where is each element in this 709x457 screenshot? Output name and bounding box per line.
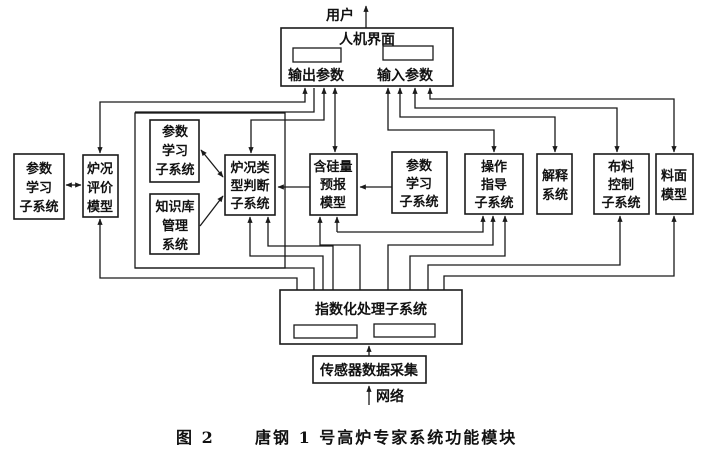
operation-guide-box: 操作 指导 子系统 <box>464 153 524 215</box>
svg-text:解释: 解释 <box>541 168 569 184</box>
svg-text:预报: 预报 <box>320 178 347 193</box>
svg-text:管理: 管理 <box>162 218 188 234</box>
index-field-left[interactable] <box>293 324 358 339</box>
svg-text:操作: 操作 <box>481 159 507 175</box>
figure-number: 图 2 <box>176 428 215 447</box>
kb-type-link <box>199 195 224 227</box>
furnace-eval-box: 炉况 评价 模型 <box>82 154 119 218</box>
guide-hmi-link <box>385 87 497 153</box>
svg-text:子系统: 子系统 <box>601 195 640 211</box>
index-field-right[interactable] <box>373 323 436 338</box>
svg-text:子系统: 子系统 <box>19 199 58 215</box>
svg-text:系统: 系统 <box>542 187 568 203</box>
param-learning-mid-box: 参数 学习 子系统 <box>391 151 448 214</box>
svg-text:料面: 料面 <box>661 168 687 184</box>
param-learning-inner-box: 参数 学习 子系统 <box>149 119 200 183</box>
hmi-title: 人机界面 <box>339 31 395 48</box>
network-label: 网络 <box>376 388 404 405</box>
sensor-acquisition-box: 传感器数据采集 <box>312 355 427 384</box>
hmi-box: 人机界面 输出参数 输入参数 <box>280 27 454 87</box>
svg-text:指数化处理子系统: 指数化处理子系统 <box>315 301 427 318</box>
input-param-field[interactable] <box>382 45 434 61</box>
furnace-type-box: 炉况类 型判断 子系统 <box>224 154 276 216</box>
svg-text:学习: 学习 <box>162 143 188 159</box>
group-index-link <box>135 267 315 290</box>
index-type-link-2 <box>265 216 334 290</box>
svg-text:炉况: 炉况 <box>87 161 113 177</box>
svg-text:模型: 模型 <box>661 187 687 203</box>
user-label: 用户 <box>326 7 354 24</box>
svg-text:模型: 模型 <box>87 199 113 215</box>
svg-text:指导: 指导 <box>481 177 507 193</box>
index-guide-link-2 <box>409 215 508 290</box>
svg-text:控制: 控制 <box>608 177 634 193</box>
svg-text:炉况类: 炉况类 <box>230 160 270 176</box>
learning-type-link <box>200 149 224 178</box>
svg-text:子系统: 子系统 <box>155 162 194 178</box>
index-burden-link <box>427 215 623 290</box>
index-processing-box: 指数化处理子系统 <box>279 289 463 345</box>
svg-text:系统: 系统 <box>162 237 188 253</box>
svg-text:知识库: 知识库 <box>155 199 194 215</box>
silicon-guide-link <box>337 215 486 233</box>
knowledge-base-box: 知识库 管理 系统 <box>149 193 200 255</box>
svg-text:模型: 模型 <box>320 195 346 211</box>
svg-text:型判断: 型判断 <box>230 178 269 194</box>
stockline-hmi-link <box>427 87 677 153</box>
explanation-box: 解释 系统 <box>536 153 573 215</box>
input-params-label: 输入参数 <box>377 67 434 84</box>
svg-text:子系统: 子系统 <box>399 194 438 210</box>
figure-caption: 唐钢 1 号高炉专家系统功能模块 <box>255 428 517 447</box>
svg-text:子系统: 子系统 <box>230 196 269 212</box>
output-param-field[interactable] <box>292 47 342 63</box>
burden-hmi-link <box>412 87 620 153</box>
burden-control-box: 布料 控制 子系统 <box>593 153 650 215</box>
explain-hmi-link <box>397 87 558 153</box>
svg-text:参数: 参数 <box>26 161 53 177</box>
index-type-link-1 <box>247 216 324 290</box>
svg-text:子系统: 子系统 <box>474 195 513 211</box>
svg-text:评价: 评价 <box>87 181 114 196</box>
index-stockline-link <box>443 215 677 290</box>
output-params-label: 输出参数 <box>288 67 345 84</box>
svg-text:学习: 学习 <box>406 176 432 192</box>
svg-text:参数: 参数 <box>162 124 189 140</box>
svg-text:学习: 学习 <box>26 180 52 196</box>
svg-text:布料: 布料 <box>608 159 634 175</box>
index-silicon-link-1 <box>317 216 361 290</box>
svg-text:含硅量: 含硅量 <box>312 159 352 175</box>
hmi-group-link <box>135 88 315 113</box>
index-guide-link-1 <box>387 215 496 290</box>
svg-text:传感器数据采集: 传感器数据采集 <box>319 362 419 379</box>
stockline-model-box: 料面 模型 <box>655 153 694 215</box>
svg-text:参数: 参数 <box>406 158 433 174</box>
silicon-forecast-box: 含硅量 预报 模型 <box>309 153 358 216</box>
param-learning-left-box: 参数 学习 子系统 <box>13 153 65 220</box>
type-hmi-link <box>248 87 327 154</box>
index-eval-link <box>97 218 298 290</box>
